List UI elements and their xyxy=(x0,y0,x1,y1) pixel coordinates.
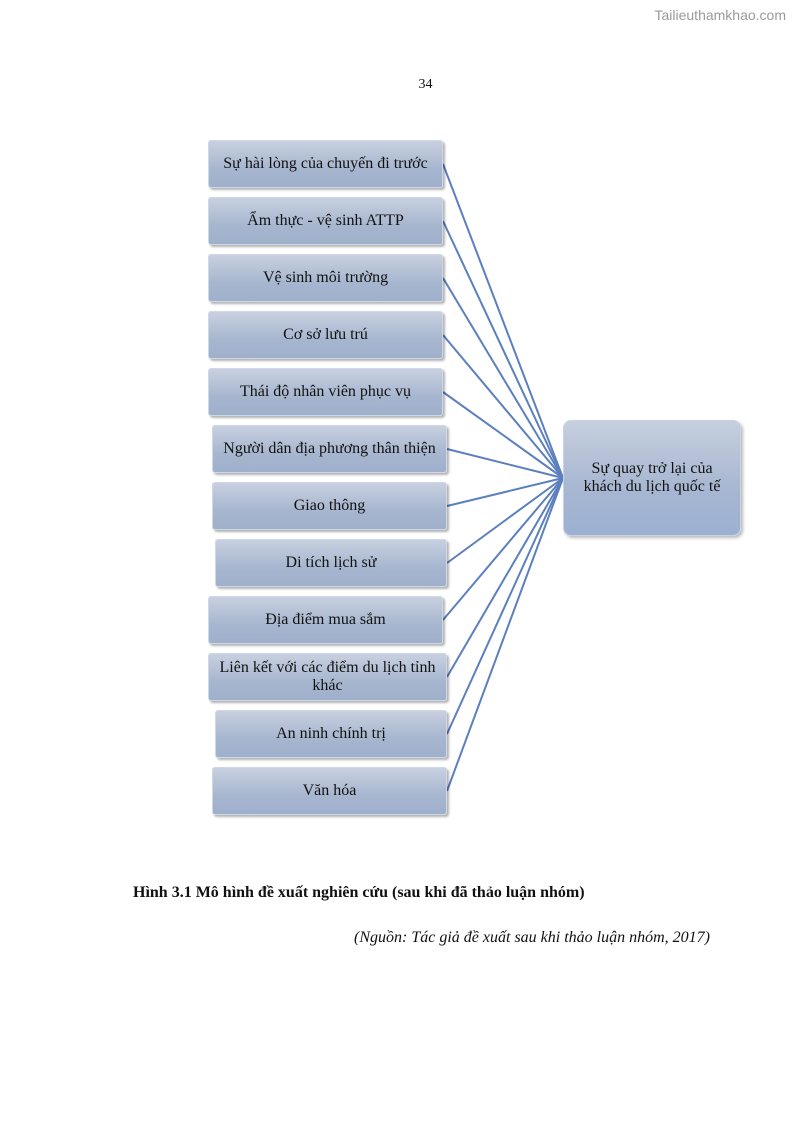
factor-box-5: Thái độ nhân viên phục vụ xyxy=(208,368,443,416)
factor-label-10: Liên kết với các điểm du lịch tỉnh khác xyxy=(219,659,436,694)
factor-box-9: Địa điểm mua sắm xyxy=(208,596,443,644)
factor-label-2: Ẩm thực - vệ sinh ATTP xyxy=(247,212,404,229)
factor-label-7: Giao thông xyxy=(293,497,366,514)
connector-line-5 xyxy=(442,391,564,479)
factor-box-11: An ninh chính trị xyxy=(215,710,447,758)
factor-box-1: Sự hài lòng của chuyến đi trước xyxy=(208,140,443,188)
connector-line-4 xyxy=(442,334,564,479)
connector-line-10 xyxy=(446,477,564,678)
target-box: Sự quay trở lại của khách du lịch quốc t… xyxy=(563,420,741,536)
factor-label-4: Cơ sở lưu trú xyxy=(283,326,368,343)
connector-line-12 xyxy=(446,477,564,792)
factor-label-5: Thái độ nhân viên phục vụ xyxy=(239,383,412,400)
factor-box-8: Di tích lịch sử xyxy=(215,539,447,587)
connector-line-6 xyxy=(446,448,564,479)
factor-box-12: Văn hóa xyxy=(212,767,447,815)
page-number: 34 xyxy=(418,77,433,92)
factor-box-7: Giao thông xyxy=(212,482,447,530)
figure-caption: Hình 3.1 Mô hình đề xuất nghiên cứu (sau… xyxy=(133,884,585,901)
factor-label-1: Sự hài lòng của chuyến đi trước xyxy=(223,155,428,172)
connector-line-2 xyxy=(442,220,564,479)
factor-label-12: Văn hóa xyxy=(302,782,357,799)
connector-line-9 xyxy=(442,477,564,621)
factor-box-3: Vệ sinh môi trường xyxy=(208,254,443,302)
connector-line-8 xyxy=(446,477,564,564)
factor-label-8: Di tích lịch sử xyxy=(285,554,377,571)
factor-box-4: Cơ sở lưu trú xyxy=(208,311,443,359)
connector-line-3 xyxy=(442,277,564,479)
factor-box-2: Ẩm thực - vệ sinh ATTP xyxy=(208,197,443,245)
factor-box-10: Liên kết với các điểm du lịch tỉnh khác xyxy=(208,653,447,701)
figure-source: (Nguồn: Tác giả đề xuất sau khi thảo luậ… xyxy=(354,929,710,946)
factor-box-6: Người dân địa phương thân thiện xyxy=(212,425,447,473)
factor-label-3: Vệ sinh môi trường xyxy=(262,269,389,286)
factor-label-11: An ninh chính trị xyxy=(276,725,386,742)
factor-label-6: Người dân địa phương thân thiện xyxy=(223,440,436,457)
watermark: Tailieuthamkhao.com xyxy=(654,7,786,23)
connector-line-1 xyxy=(442,163,564,479)
target-label: Sự quay trở lại của khách du lịch quốc t… xyxy=(583,460,721,495)
connector-line-11 xyxy=(446,477,564,735)
factor-label-9: Địa điểm mua sắm xyxy=(265,611,386,628)
connector-line-7 xyxy=(446,477,564,507)
